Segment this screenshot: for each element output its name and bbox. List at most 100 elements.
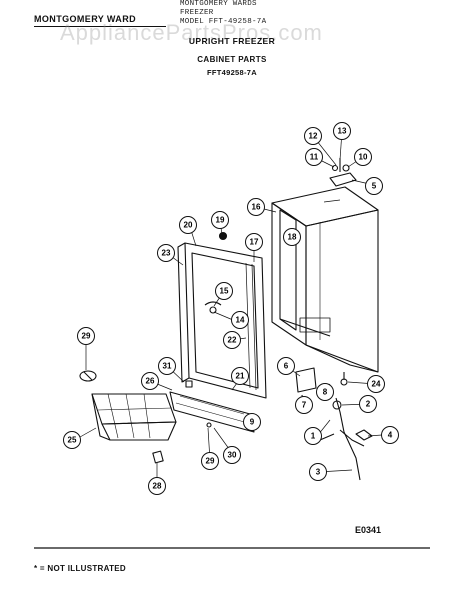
leader-lines xyxy=(79,130,383,484)
callout-7: 7 xyxy=(295,396,313,414)
callout-circle xyxy=(148,477,166,495)
callout-12: 12 xyxy=(304,127,322,145)
grille-drawing xyxy=(169,380,255,433)
callout-number: 30 xyxy=(228,451,237,460)
callout-9: 9 xyxy=(243,413,261,431)
callout-15: 15 xyxy=(215,282,233,300)
callout-30: 30 xyxy=(223,446,241,464)
callout-number: 17 xyxy=(250,238,259,247)
callout-26: 26 xyxy=(141,372,159,390)
callout-number: 3 xyxy=(316,468,321,477)
callout-number: 7 xyxy=(302,401,307,410)
callout-number: 22 xyxy=(228,336,237,345)
callout-circle xyxy=(367,375,385,393)
callout-circle xyxy=(211,211,229,229)
callout-number: 1 xyxy=(311,432,316,441)
callout-6: 6 xyxy=(277,357,295,375)
brand-label: MONTGOMERY WARD xyxy=(34,14,136,24)
callout-23: 23 xyxy=(157,244,175,262)
callout-5: 5 xyxy=(365,177,383,195)
basket-drawing xyxy=(91,393,177,441)
callout-13: 13 xyxy=(333,122,351,140)
callout-circle xyxy=(354,148,372,166)
callout-circle xyxy=(333,122,351,140)
callout-circle xyxy=(231,367,249,385)
callout-number: 4 xyxy=(388,431,393,440)
callout-number: 21 xyxy=(236,372,245,381)
stamp-line-1: MONTGOMERY WARDS xyxy=(180,0,257,8)
callout-number: 25 xyxy=(68,436,77,445)
small-parts-drawing xyxy=(79,370,212,464)
callout-circle xyxy=(304,127,322,145)
page-title: UPRIGHT FREEZER xyxy=(188,36,276,46)
callout-number: 6 xyxy=(284,362,289,371)
callout-number: 15 xyxy=(220,287,229,296)
callout-4: 4 xyxy=(381,426,399,444)
callout-22: 22 xyxy=(223,331,241,349)
callout-21: 21 xyxy=(231,367,249,385)
callout-circle xyxy=(309,463,327,481)
callout-circle xyxy=(201,452,219,470)
footnote: * = NOT ILLUSTRATED xyxy=(34,564,126,573)
callout-2: 2 xyxy=(359,395,377,413)
callout-1: 1 xyxy=(304,427,322,445)
callout-circle xyxy=(158,357,176,375)
callout-circle xyxy=(316,383,334,401)
callout-20: 20 xyxy=(179,216,197,234)
stamp-block: MONTGOMERY WARDS FREEZER MODEL FFT-49258… xyxy=(180,0,266,27)
callout-number: 11 xyxy=(310,153,319,162)
callout-28: 28 xyxy=(148,477,166,495)
callout-number: 16 xyxy=(252,203,261,212)
header-rule xyxy=(34,26,166,28)
callout-circle xyxy=(63,431,81,449)
callout-31: 31 xyxy=(158,357,176,375)
callout-number: 19 xyxy=(216,216,225,225)
callout-10: 10 xyxy=(354,148,372,166)
callout-number: 26 xyxy=(146,377,155,386)
callout-19: 19 xyxy=(211,211,229,229)
callout-number: 14 xyxy=(236,316,245,325)
door-drawing xyxy=(177,231,267,399)
callout-number: 28 xyxy=(153,482,162,491)
callout-24: 24 xyxy=(367,375,385,393)
callout-circle xyxy=(157,244,175,262)
top-hinge-drawing xyxy=(329,158,357,187)
callout-number: 12 xyxy=(309,132,318,141)
callout-circle xyxy=(245,233,263,251)
callout-number: 8 xyxy=(323,388,328,397)
callout-14: 14 xyxy=(231,311,249,329)
callout-circle xyxy=(231,311,249,329)
callout-17: 17 xyxy=(245,233,263,251)
callout-11: 11 xyxy=(305,148,323,166)
callout-group: 1234567891011121314151617181920212223242… xyxy=(63,122,399,495)
callout-circle xyxy=(223,331,241,349)
callout-number: 2 xyxy=(366,400,371,409)
callout-circle xyxy=(243,413,261,431)
callout-16: 16 xyxy=(247,198,265,216)
callout-circle xyxy=(359,395,377,413)
callout-number: 9 xyxy=(250,418,255,427)
callout-3: 3 xyxy=(309,463,327,481)
cabinet-drawing xyxy=(271,186,379,373)
callout-number: 29 xyxy=(206,457,215,466)
callout-number: 10 xyxy=(359,153,368,162)
stamp-line-2: FREEZER xyxy=(180,9,214,17)
model-number: FFT49258-7A xyxy=(207,68,257,77)
callout-circle xyxy=(304,427,322,445)
callout-number: 29 xyxy=(82,332,91,341)
callout-circle xyxy=(277,357,295,375)
callout-number: 23 xyxy=(162,249,171,258)
drawing-code: E0341 xyxy=(355,525,382,535)
page-subtitle: CABINET PARTS xyxy=(197,55,267,64)
callout-number: 24 xyxy=(372,380,381,389)
callout-circle xyxy=(247,198,265,216)
watermark: AppliancePartsPros.com xyxy=(60,20,323,45)
callout-25: 25 xyxy=(63,431,81,449)
callout-circle xyxy=(179,216,197,234)
callout-number: 18 xyxy=(288,233,297,242)
callout-circle xyxy=(381,426,399,444)
callout-number: 5 xyxy=(372,182,377,191)
callout-circle xyxy=(223,446,241,464)
callout-circle xyxy=(295,396,313,414)
